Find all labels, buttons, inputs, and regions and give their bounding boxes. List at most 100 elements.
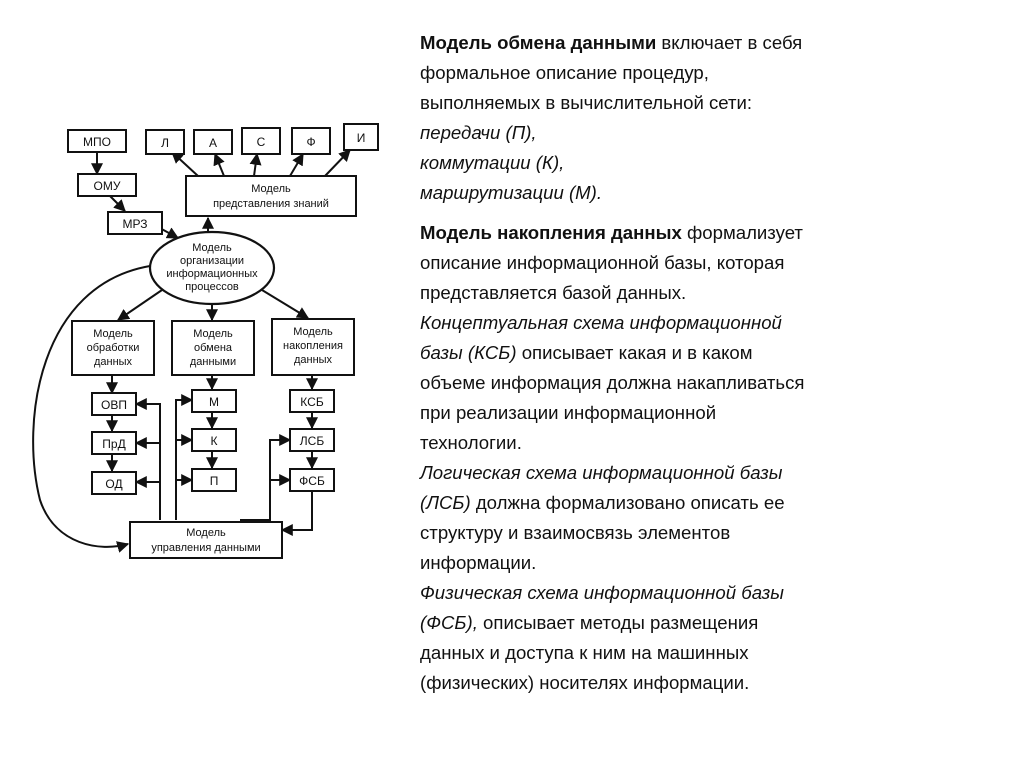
node-omu: ОМУ [77, 173, 137, 197]
node-p: П [191, 468, 237, 492]
node-k: К [191, 428, 237, 452]
svg-text:обработки: обработки [87, 342, 140, 354]
node-f: Ф [291, 127, 331, 155]
exchange-item-switching: коммутации (К), [420, 152, 565, 173]
node-l: Л [145, 129, 185, 155]
node-mrz: МРЗ [107, 211, 163, 235]
ksb-line3: объеме информация должна накапливаться [420, 372, 805, 393]
exchange-item-routing: маршрутизации (М). [420, 182, 603, 203]
svg-text:ОМУ: ОМУ [94, 179, 121, 193]
node-mgmt-model: Модель управления данными [129, 521, 283, 559]
lsb-line3: структуру и взаимосвязь элементов [420, 522, 731, 543]
fsb-line3: данных и доступа к ним на машинных [420, 642, 749, 663]
svg-text:Модель: Модель [251, 183, 291, 195]
node-accum-model: Модель накопления данных [271, 318, 355, 376]
node-org-model: Модель организации информационных процес… [148, 230, 276, 306]
node-ksb: КСБ [289, 389, 335, 413]
fsb-term-2: (ФСБ), [420, 612, 478, 633]
svg-text:процессов: процессов [185, 281, 239, 293]
edge-org-accum [261, 289, 310, 319]
info-model-diagram: МПО ОМУ МРЗ Л А С Ф И [32, 123, 379, 559]
accumulation-line2: описание информационной базы, которая [420, 252, 785, 273]
svg-text:накопления: накопления [283, 340, 343, 352]
node-s: С [241, 127, 281, 155]
exchange-line2: формальное описание процедур, [420, 62, 709, 83]
node-ovp: ОВП [91, 392, 137, 416]
svg-text:Модель: Модель [186, 527, 226, 539]
edge-loop [32, 265, 151, 553]
ksb-term-2: базы (КСБ) [420, 342, 517, 363]
svg-text:данных: данных [94, 356, 133, 368]
exchange-term: Модель обмена данными [420, 32, 657, 53]
ksb-line2: описывает какая и в каком [516, 342, 753, 363]
edge-knowledge-s [249, 152, 262, 177]
lsb-line2: должна формализовано описать ее [470, 492, 785, 513]
edge-fsb-mgmt [280, 492, 313, 536]
svg-text:П: П [210, 474, 219, 488]
node-m: М [191, 389, 237, 413]
node-knowledge-model: Модель представления знаний [185, 175, 357, 217]
svg-text:МРЗ: МРЗ [123, 217, 148, 231]
exchange-line1: включает в себя [656, 32, 803, 53]
edge-knowledge-a [213, 152, 225, 177]
ksb-line4: при реализации информационной [420, 402, 717, 423]
accumulation-line3: представляется базой данных. [420, 282, 687, 303]
svg-text:А: А [209, 136, 217, 150]
svg-text:С: С [257, 135, 266, 149]
svg-text:МПО: МПО [83, 135, 111, 149]
edge-org-proc [117, 289, 163, 321]
svg-text:информационных: информационных [166, 268, 258, 280]
node-a: А [193, 129, 233, 155]
edge-bus-left [134, 398, 161, 520]
edge-bus-mid [175, 394, 194, 520]
svg-text:К: К [211, 434, 218, 448]
svg-text:Модель: Модель [193, 328, 233, 340]
svg-text:Модель: Модель [192, 242, 232, 254]
node-od: ОД [91, 471, 137, 495]
exchange-item-transfer: передачи (П), [420, 122, 537, 143]
exchange-paragraph: Модель обмена данными включает в себя фо… [420, 28, 980, 208]
svg-text:Ф: Ф [306, 135, 315, 149]
svg-text:ФСБ: ФСБ [299, 474, 325, 488]
node-i: И [343, 123, 379, 151]
edge-knowledge-i [324, 149, 351, 177]
lsb-line4: информации. [420, 552, 537, 573]
svg-text:КСБ: КСБ [300, 395, 324, 409]
svg-text:ОД: ОД [105, 477, 122, 491]
svg-text:управления данными: управления данными [151, 542, 260, 554]
node-mpo: МПО [67, 129, 127, 153]
fsb-line2: описывает методы размещения [477, 612, 759, 633]
accumulation-line1: формализует [681, 222, 803, 243]
fsb-term: Физическая схема информационной базы [420, 582, 784, 603]
svg-text:Л: Л [161, 136, 169, 150]
svg-text:ОВП: ОВП [101, 398, 127, 412]
node-lsb: ЛСБ [289, 428, 335, 452]
diagram-edges [32, 149, 351, 553]
svg-text:ПрД: ПрД [102, 437, 125, 451]
fsb-line4: (физических) носителях информации. [420, 672, 750, 693]
svg-text:данными: данными [190, 356, 236, 368]
svg-text:ЛСБ: ЛСБ [300, 434, 325, 448]
svg-text:представления знаний: представления знаний [213, 198, 329, 210]
edge-knowledge-f [289, 152, 304, 177]
svg-text:обмена: обмена [194, 342, 233, 354]
svg-text:данных: данных [294, 354, 333, 366]
ksb-line5: технологии. [420, 432, 522, 453]
node-proc-model: Модель обработки данных [71, 320, 155, 376]
node-fsb: ФСБ [289, 468, 335, 492]
node-prd: ПрД [91, 431, 137, 455]
lsb-term-2: (ЛСБ) [420, 492, 471, 513]
ksb-term: Концептуальная схема информационной [420, 312, 782, 333]
edge-knowledge-l [171, 151, 199, 177]
svg-text:М: М [209, 395, 219, 409]
lsb-term: Логическая схема информационной базы [420, 462, 783, 483]
svg-text:Модель: Модель [93, 328, 133, 340]
svg-text:И: И [357, 131, 366, 145]
description-text: Модель обмена данными включает в себя фо… [420, 28, 980, 698]
svg-text:организации: организации [180, 255, 244, 267]
exchange-line3: выполняемых в вычислительной сети: [420, 92, 753, 113]
accumulation-paragraph: Модель накопления данных формализует опи… [420, 218, 980, 698]
accumulation-term: Модель накопления данных [420, 222, 682, 243]
svg-text:Модель: Модель [293, 326, 333, 338]
